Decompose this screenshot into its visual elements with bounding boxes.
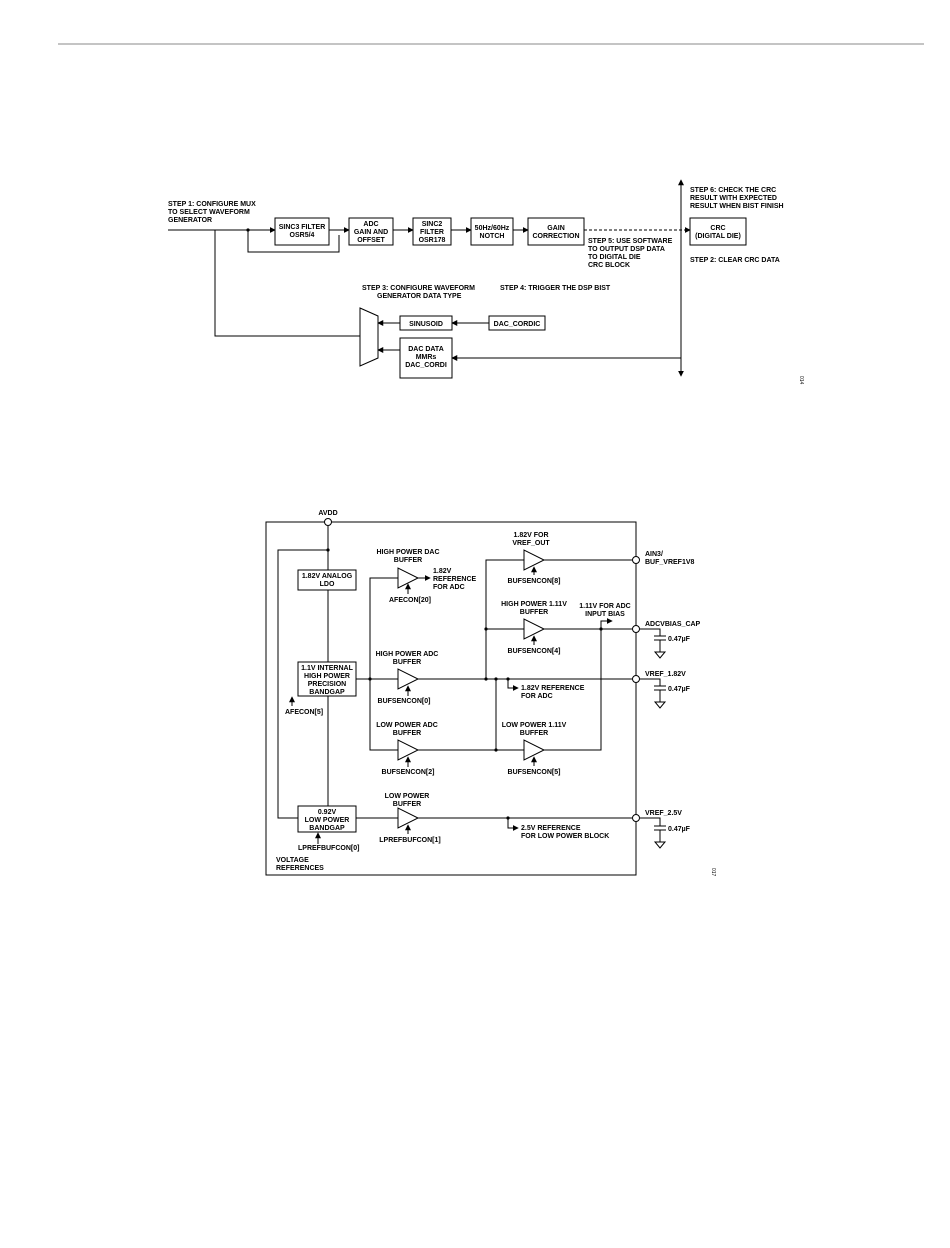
svg-text:AFECON[20]: AFECON[20] xyxy=(389,597,431,604)
crc-block xyxy=(689,217,747,246)
svg-text:VREF_2.5V: VREF_2.5V xyxy=(645,810,682,817)
svg-text:LPREFBUFCON[0]: LPREFBUFCON[0] xyxy=(298,845,359,852)
notch-filter-block xyxy=(470,217,514,246)
vref-182v-pin xyxy=(632,675,640,683)
lp-adc-buffer xyxy=(397,739,420,761)
sinc3-filter-block xyxy=(274,217,330,246)
svg-text:BUFSENCON[2]: BUFSENCON[2] xyxy=(382,769,435,776)
adcvbias-cap-pin xyxy=(632,625,640,633)
svg-text:ADCVBIAS_CAP: ADCVBIAS_CAP xyxy=(645,621,701,628)
svg-text:BUFSENCON[4]: BUFSENCON[4] xyxy=(508,648,561,655)
figure2-id: 017 xyxy=(710,868,716,877)
figure1-id: 014 xyxy=(798,376,804,385)
voltage-references-boundary xyxy=(265,521,637,876)
analog-ldo-block xyxy=(297,569,357,591)
svg-text:0.47µF: 0.47µF xyxy=(668,686,691,693)
svg-text:BUFSENCON[0]: BUFSENCON[0] xyxy=(378,698,431,705)
capacitor-vref182: 0.47µF xyxy=(640,678,691,709)
svg-text:0.47µF: 0.47µF xyxy=(668,826,691,833)
step2-label: STEP 2: CLEAR CRC DATA xyxy=(690,257,780,264)
capacitor-vref25: 0.47µF xyxy=(640,817,691,849)
capacitor-adcvbias: 0.47µF xyxy=(640,628,691,659)
svg-text:BUFSENCON[5]: BUFSENCON[5] xyxy=(508,769,561,776)
lp-111v-buffer xyxy=(523,739,546,761)
svg-text:0.47µF: 0.47µF xyxy=(668,636,691,643)
avdd-pin xyxy=(324,518,332,526)
svg-text:BUFSENCON[8]: BUFSENCON[8] xyxy=(508,578,561,585)
figure-bist-flow: STEP 1: CONFIGURE MUX TO SELECT WAVEFORM… xyxy=(168,179,804,385)
ain3-pin xyxy=(632,556,640,564)
hp-bandgap-block xyxy=(297,661,357,697)
svg-text:LPREFBUFCON[1]: LPREFBUFCON[1] xyxy=(379,837,440,844)
hp-adc-buffer xyxy=(397,668,420,690)
svg-text:SINUSOID: SINUSOID xyxy=(409,321,443,328)
hp-111v-buffer xyxy=(523,618,546,640)
vref-25v-pin xyxy=(632,814,640,822)
svg-text:AFECON[5]: AFECON[5] xyxy=(285,709,323,716)
sinc2-filter-block xyxy=(412,217,452,246)
lp-bandgap-block xyxy=(297,805,357,833)
svg-text:AIN3/BUF_VREF1V8: AIN3/BUF_VREF1V8 xyxy=(645,551,695,566)
hp-dac-buffer xyxy=(397,567,420,589)
svg-text:VREF_1.82V: VREF_1.82V xyxy=(645,671,686,678)
vref-out-buffer xyxy=(523,549,546,571)
step1-label: STEP 1: CONFIGURE MUX TO SELECT WAVEFORM… xyxy=(168,201,258,224)
step4-label: STEP 4: TRIGGER THE DSP BIST xyxy=(500,285,611,292)
svg-text:CRC(DIGITAL DIE): CRC(DIGITAL DIE) xyxy=(695,225,741,240)
lp-buffer xyxy=(397,807,420,829)
waveform-mux xyxy=(359,307,379,367)
svg-text:AVDD: AVDD xyxy=(318,510,337,517)
adc-gain-offset-block xyxy=(348,217,394,246)
svg-text:DAC_CORDIC: DAC_CORDIC xyxy=(494,321,541,328)
gain-correction-block xyxy=(527,217,585,246)
